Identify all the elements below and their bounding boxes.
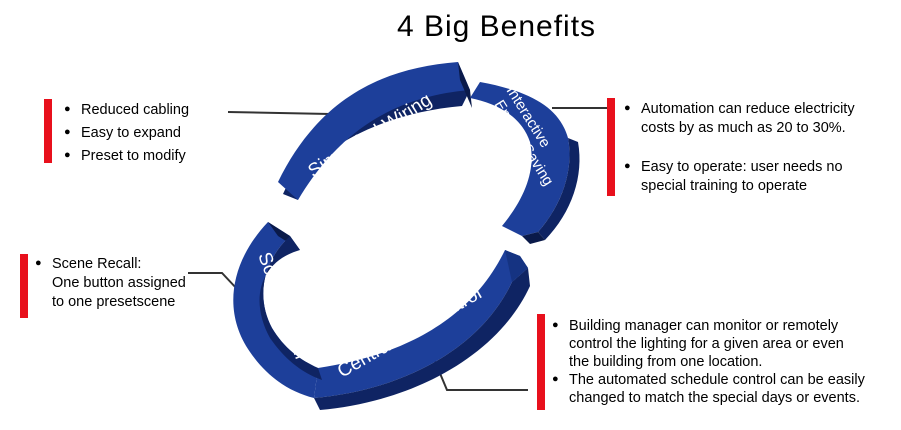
accent-bar-energy	[607, 98, 615, 196]
benefits-wiring: Reduced cabling Easy to expand Preset to…	[64, 100, 189, 170]
benefits-control: Building manager can monitor or remotely…	[552, 316, 865, 411]
benefits-energy: Automation can reduce electricity costs …	[624, 99, 855, 200]
connector-scene	[188, 272, 239, 291]
list-item: Scene Recall: One button assigned to one…	[35, 254, 186, 312]
list-item: Building manager can monitor or remotely…	[552, 316, 865, 371]
diagram-title: 4 Big Benefits	[396, 10, 597, 43]
connector-wiring	[227, 111, 331, 115]
list-item: Preset to modify	[64, 146, 189, 166]
list-item: Easy to expand	[64, 123, 189, 143]
accent-bar-wiring	[44, 99, 52, 163]
segment-energy-saving	[470, 82, 580, 244]
segment-simplified-wiring	[278, 62, 472, 200]
list-item: The automated schedule control can be ea…	[552, 370, 865, 407]
benefits-scene: Scene Recall: One button assigned to one…	[35, 254, 186, 316]
list-item: Automation can reduce electricity costs …	[624, 99, 855, 138]
segment-centralized-control	[314, 250, 530, 410]
accent-bar-control	[537, 314, 545, 410]
list-item: Reduced cabling	[64, 100, 189, 120]
segment-scene-recall	[233, 222, 322, 398]
accent-bar-scene	[20, 254, 28, 318]
list-item: Easy to operate: user needs no special t…	[624, 157, 855, 196]
